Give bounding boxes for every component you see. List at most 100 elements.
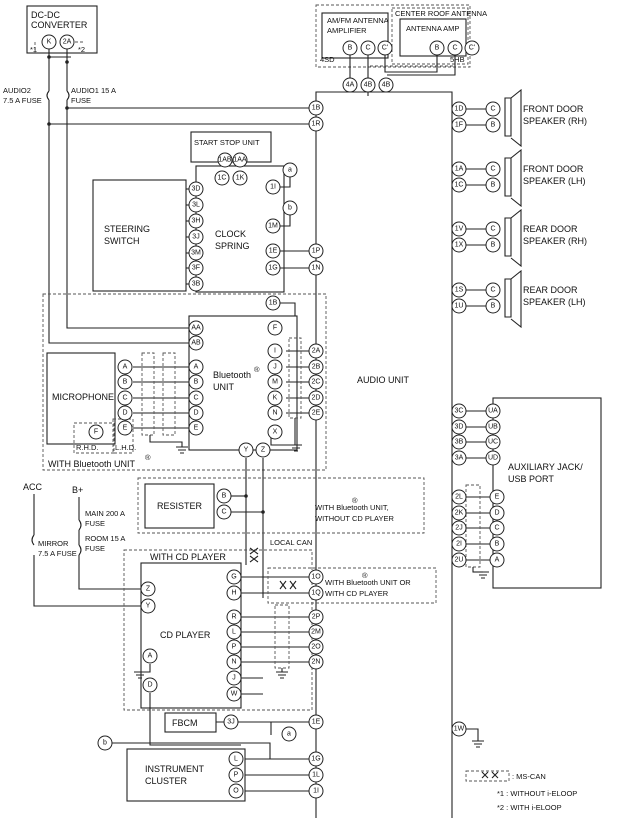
aux-pin-UB: UB [485,419,501,435]
svg-text:A: A [148,653,153,660]
svg-text:A: A [495,557,500,564]
resister-box [144,483,215,529]
svg-text:B: B [123,379,128,386]
svg-text:2U: 2U [455,557,464,564]
hb5-label: 5HB [450,55,465,64]
cdp-label: CD PLAYER [160,630,211,640]
svg-text:D: D [147,682,152,689]
fdr-label-0: FRONT DOOR [523,104,584,114]
svg-text:C: C [490,166,495,173]
cd-pin-J: J [226,670,242,686]
svg-text:1P: 1P [312,248,321,255]
audio-right-pin-1F: 1F [451,117,467,133]
svg-text:UC: UC [488,439,498,446]
svg-text:C: C [494,525,499,532]
resister-label: RESISTER [157,501,203,511]
roof-title-label: CENTER ROOF ANTENNA [395,9,487,18]
cd-pin-H: H [226,585,242,601]
svg-text:2A: 2A [63,39,72,46]
cd-pin-P: P [226,639,242,655]
svg-text:H: H [231,590,236,597]
svg-text:1U: 1U [455,303,464,310]
audio-right-pin-1C: 1C [451,177,467,193]
svg-text:E: E [123,425,128,432]
svg-text:P: P [234,772,239,779]
svg-text:B: B [491,242,496,249]
audio-right-pin-2L: 2L [451,489,467,505]
star1-label: *1 [30,45,37,54]
audio-top-pin-0: 4A [342,77,358,93]
svg-text:UA: UA [488,408,498,415]
audio-left-pin-1E: 1E [308,714,324,730]
legend-star2: *2 : WITH i-ELOOP [497,803,562,812]
svg-text:AB: AB [191,340,201,347]
svg-text:1W: 1W [454,726,465,733]
svg-text:Y: Y [244,447,249,454]
wbt-or-cd-label-0: WITH Bluetooth UNIT OR [325,578,411,587]
svg-text:M: M [272,379,278,386]
cd-pin-y: Y [140,598,156,614]
aux-label-0: AUXILIARY JACK/ [508,462,583,472]
svg-text:R: R [231,614,236,621]
ms-can-twist-symbols [249,547,510,782]
svg-text:C': C' [382,45,388,52]
svg-text:D: D [193,410,198,417]
svg-text:1AB: 1AB [218,157,232,164]
svg-text:2K: 2K [455,510,464,517]
svg-text:1A: 1A [455,166,464,173]
svg-text:B: B [348,45,353,52]
bt-pin-r-M: M [267,374,283,390]
svg-text:3B: 3B [455,439,464,446]
audio-right-pin-2I: 2I [451,536,467,552]
svg-text:3J: 3J [227,719,234,726]
cd-pin-N: N [226,654,242,670]
ic-pin-O: O [228,783,244,799]
ref-b-bottom: b [97,735,113,751]
rdl-label-1: SPEAKER (LH) [523,297,586,307]
svg-text:3H: 3H [192,218,201,225]
bt-reg: ® [254,365,260,374]
clock-spring-pin-1m: 1M [265,218,281,234]
audio-left-pin-2M: 2M [308,624,324,640]
svg-text:2N: 2N [312,659,321,666]
legend-mscan: : MS-CAN [512,772,546,781]
acc-label: ACC [23,482,43,492]
ref-a-top: a [282,162,298,178]
audio-left-pin-1N: 1N [308,260,324,276]
speaker-3-pin-b: B [485,298,501,314]
audio-right-pin-1V: 1V [451,221,467,237]
audio-left-pin-1Q: 1Q [308,585,324,601]
audio2-label-1: 7.5 A FUSE [3,96,42,105]
audio-left-pin-1G: 1G [308,751,324,767]
svg-text:D: D [122,410,127,417]
cd-pin-W: W [226,686,242,702]
svg-text:4B: 4B [382,82,391,89]
svg-text:D: D [494,510,499,517]
svg-text:I: I [274,348,276,355]
clock-spring-pin-1i: 1I [265,179,281,195]
audio-left-pin-2E: 2E [308,405,324,421]
svg-text:a: a [288,167,292,174]
clock-spring-pin-3D: 3D [188,181,204,197]
ref-b-top: b [282,200,298,216]
aux-label-1: USB PORT [508,474,554,484]
speaker-2-pin-b: B [485,237,501,253]
svg-text:C: C [490,287,495,294]
cd-player-wires [241,616,316,695]
svg-text:B: B [194,379,199,386]
ssu-label: START STOP UNIT [194,138,260,147]
svg-text:1G: 1G [311,756,320,763]
audio-right-pin-3B: 3B [451,434,467,450]
mirror-label-1: 7.5 A FUSE [38,549,77,558]
audio-right-pin-1S: 1S [451,282,467,298]
svg-text:3D: 3D [192,186,201,193]
svg-text:1I: 1I [313,788,319,795]
room-label-0: ROOM 15 A [85,534,125,543]
bt-pin-r-N: N [267,405,283,421]
amfm-pin-2: C' [377,40,393,56]
bt-pin-y: Y [238,442,254,458]
audio-right-pin-1X: 1X [451,237,467,253]
audio2-label-0: AUDIO2 [3,86,31,95]
main-label-1: FUSE [85,519,105,528]
